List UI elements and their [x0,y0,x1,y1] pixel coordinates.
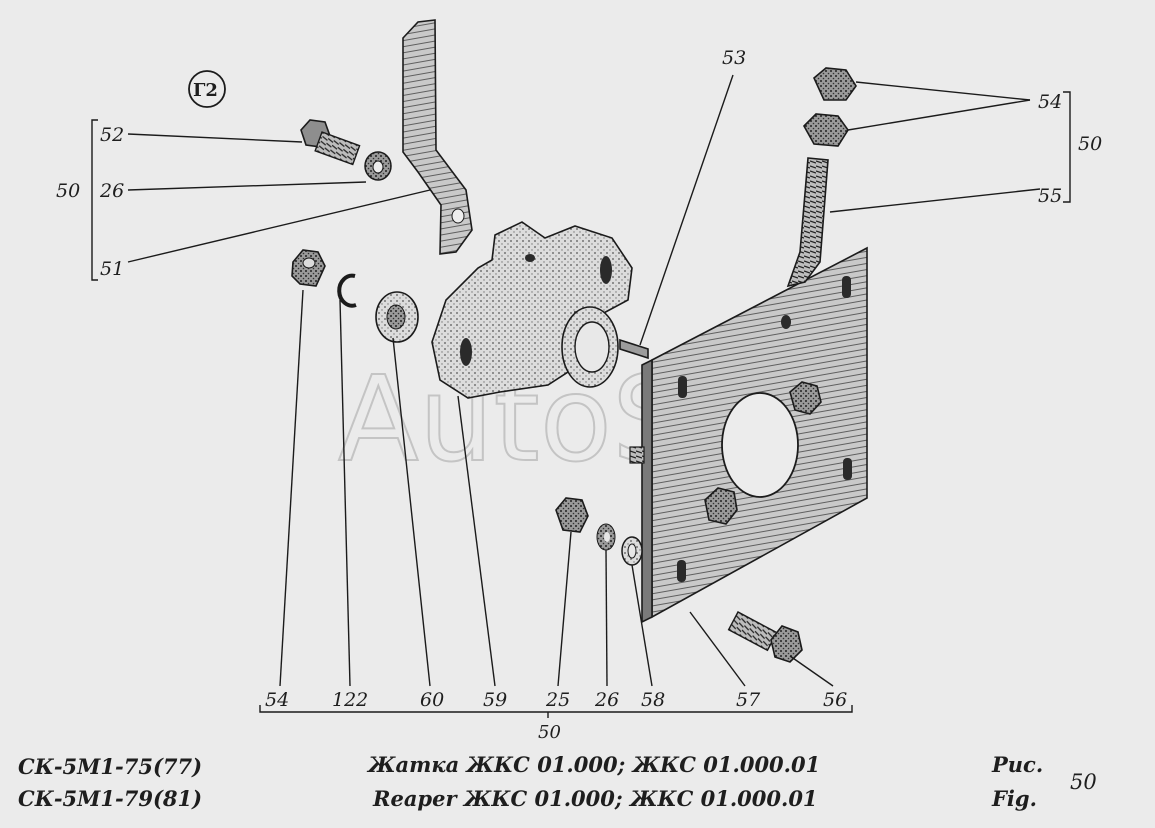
group-label-text: Г2 [193,80,218,101]
figure-label-russian: Рис. [992,752,1044,777]
part-25-nut [555,497,589,533]
part-26-washer-lower [596,523,616,551]
bracket-left [91,119,98,281]
callout-54-bottom: 54 [265,689,289,711]
part-54-nut-second [803,113,849,147]
callout-55: 55 [1038,185,1062,207]
callout-122: 122 [332,689,368,711]
callout-50-right: 50 [1078,133,1102,155]
callout-58: 58 [641,689,665,711]
figure-label-english: Fig. [992,786,1037,811]
callout-26-lower: 26 [594,689,619,711]
title-russian: Жатка ЖКС 01.000; ЖКС 01.000.01 [368,752,821,777]
callout-53: 53 [722,47,746,69]
figure-number: 50 [1070,770,1097,794]
part-122-lock-ring [337,273,357,308]
part-55-threaded-stud [786,157,829,288]
bracket-right [1063,91,1071,203]
callout-51: 51 [100,258,124,280]
leader-lines [127,74,1041,687]
part-54-nut-left [291,249,326,287]
part-56-bolt [727,611,803,663]
callout-50-left: 50 [56,180,80,202]
callout-54-right: 54 [1038,91,1062,113]
part-59-flanged-hub [431,221,633,399]
model-code-line1: СК-5М1-75(77) [18,754,203,779]
callout-60: 60 [420,689,444,711]
part-52-bolt [300,119,361,166]
part-54-nut-top [813,67,857,101]
callout-59: 59 [483,689,507,711]
callout-56: 56 [823,689,847,711]
model-code-line2: СК-5М1-79(81) [18,786,203,811]
part-26-washer-upper [364,151,392,181]
bracket-bottom [259,705,853,718]
part-58-washer [621,536,643,566]
part-57-mounting-plate [629,246,868,624]
callout-52: 52 [100,124,124,146]
group-label-badge: Г2 [188,70,226,108]
callout-50-bottom: 50 [538,722,561,743]
part-53-key [619,338,649,360]
callout-25: 25 [545,689,570,711]
part-51-strap-bracket [402,19,473,255]
callout-57: 57 [736,689,761,711]
callout-26-upper: 26 [99,180,124,202]
part-60-flat-washer [375,291,419,343]
title-english: Reaper ЖКС 01.000; ЖКС 01.000.01 [373,786,818,811]
